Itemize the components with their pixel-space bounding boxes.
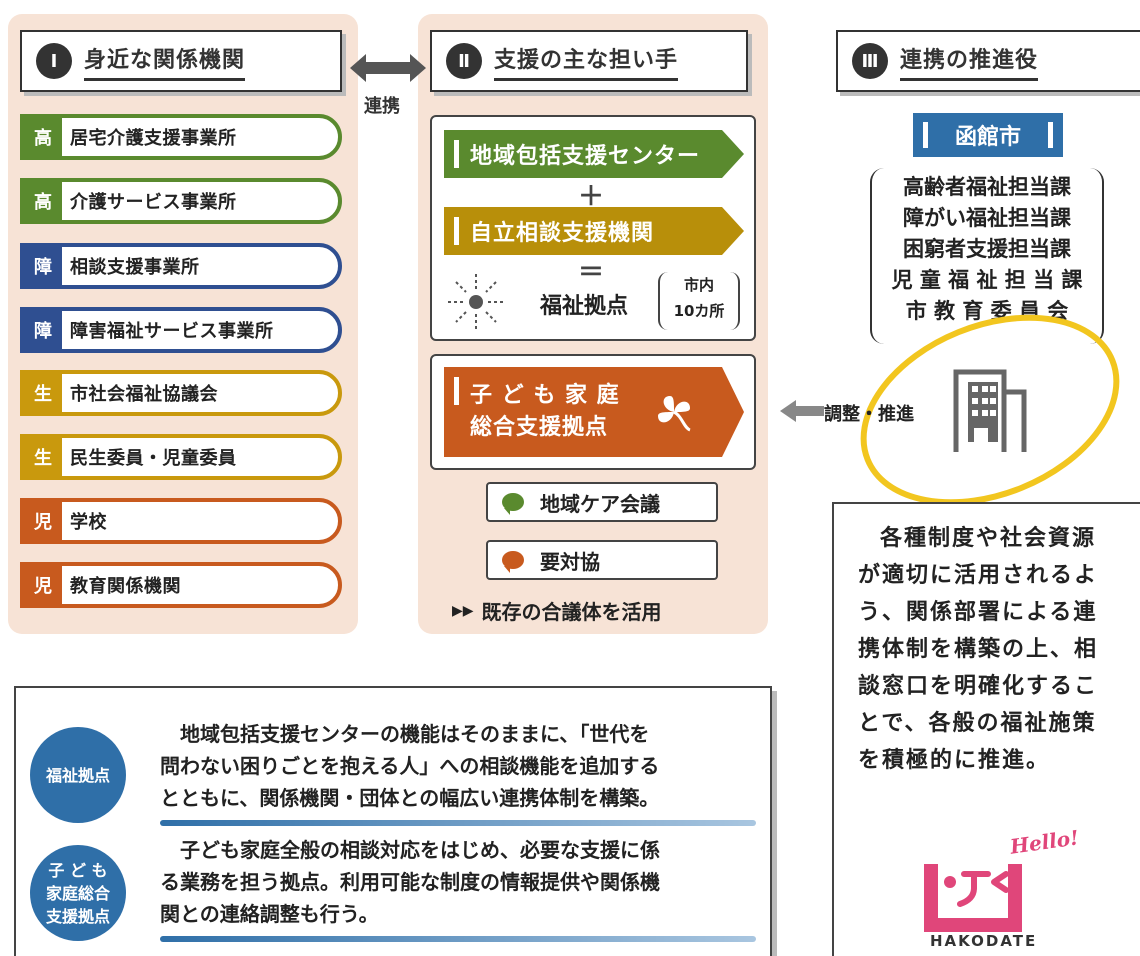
section-1-header: Ⅰ 身近な関係機関 (20, 30, 342, 92)
hub-count-line2: 10カ所 (673, 302, 725, 320)
child-hub-line2: 総合支援拠点 (470, 415, 609, 440)
agency-label: 民生委員・児童委員 (70, 448, 237, 469)
welfare-hub-badge-label: 福祉拠点 (45, 765, 110, 785)
child-hub-badge-line: 支援拠点 (45, 906, 110, 926)
desc-line: 地域包括支援センターの機能はそのままに、「世代を (180, 722, 650, 746)
agency-item: 児学校 (20, 498, 342, 544)
sparkle-icon (448, 274, 504, 330)
policy-line: う、関係部署による連 (858, 600, 1098, 625)
desc-underline (160, 936, 756, 942)
child-hub-badge: 子 ど も 家庭総合 支援拠点 (30, 845, 126, 941)
child-hub-badge-line: 子 ど も (48, 860, 108, 880)
agency-category-tag: 生 (24, 438, 62, 476)
agency-category-tag: 障 (24, 311, 62, 349)
section-2-number: Ⅱ (446, 43, 482, 79)
agency-item: 高介護サービス事業所 (20, 178, 342, 224)
city-name-box: 函館市 (913, 113, 1063, 157)
link-label: 連携 (364, 96, 400, 117)
desc-underline (160, 820, 756, 826)
speech-bubble-icon (502, 493, 524, 515)
section-1-title: 身近な関係機関 (84, 42, 246, 81)
dept-item: 障がい福祉担当課 (903, 206, 1071, 230)
policy-description-box (832, 502, 1140, 956)
dept-item: 困窮者支援担当課 (903, 237, 1071, 261)
agency-item: 障障害福祉サービス事業所 (20, 307, 342, 353)
community-center-banner: 地域包括支援センター (444, 130, 744, 178)
agency-item: 児教育関係機関 (20, 562, 342, 608)
child-hub-description: 子ども家庭全般の相談対応をはじめ、必要な支援に係 る業務を担う拠点。利用可能な制… (160, 834, 760, 930)
existing-council-note: ▶▶ 既存の合議体を活用 (452, 596, 662, 625)
agency-label: 居宅介護支援事業所 (70, 128, 237, 149)
youth-council-meeting: 要対協 (486, 540, 718, 580)
agency-category-tag: 障 (24, 247, 62, 285)
agency-label: 学校 (70, 512, 107, 533)
agency-category-tag: 高 (24, 118, 62, 156)
dept-item: 児 童 福 祉 担 当 課 (891, 268, 1083, 292)
agency-label: 教育関係機関 (70, 576, 181, 597)
double-chevron-icon: ▶▶ (452, 602, 474, 619)
hub-count-line1: 市内 (683, 276, 714, 294)
speech-bubble-icon (502, 551, 524, 573)
desc-line: 問わない困りごとを抱える人」への相談機能を追加する (160, 754, 660, 778)
meeting2-label: 要対協 (540, 549, 600, 574)
policy-line: 談窓口を明確化するこ (858, 674, 1099, 699)
child-hub-banner: 子 ど も 家 庭 総合支援拠点 (444, 367, 744, 457)
hakodate-logo-icon (924, 864, 1022, 932)
clover-icon (658, 396, 691, 432)
agency-category-tag: 高 (24, 182, 62, 220)
equals-sign: ＝ (578, 258, 605, 288)
existing-council-text: 既存の合議体を活用 (481, 600, 662, 624)
agency-category-tag: 児 (24, 502, 62, 540)
meeting1-label: 地域ケア会議 (540, 491, 660, 516)
agency-label: 相談支援事業所 (70, 257, 200, 278)
welfare-hub-description: 地域包括支援センターの機能はそのままに、「世代を 問わない困りごとを抱える人」へ… (160, 718, 760, 814)
desc-line: る業務を担う拠点。利用可能な制度の情報提供や関係機 (160, 870, 660, 894)
child-hub-line1: 子 ど も 家 庭 (470, 383, 620, 408)
section-3-title: 連携の推進役 (900, 42, 1039, 81)
agency-category-tag: 児 (24, 566, 62, 604)
agency-label: 介護サービス事業所 (70, 192, 237, 213)
hub-count: 市内 10カ所 (658, 272, 740, 330)
community-care-meeting: 地域ケア会議 (486, 482, 718, 522)
desc-line: 子ども家庭全般の相談対応をはじめ、必要な支援に係 (180, 838, 660, 862)
desc-line: 関との連絡調整も行う。 (160, 902, 379, 926)
agency-item: 生民生委員・児童委員 (20, 434, 342, 480)
hub-label: 福祉拠点 (540, 294, 629, 319)
section-2-title: 支援の主な担い手 (494, 42, 679, 81)
building-icon (953, 369, 1027, 452)
policy-line: が適切に活用されるよ (858, 563, 1099, 588)
left-arrow-icon (780, 400, 824, 422)
self-reliance-banner: 自立相談支援機関 (444, 207, 744, 255)
child-hub-badge-line: 家庭総合 (45, 883, 110, 903)
section-3-number: Ⅲ (852, 43, 888, 79)
highlight-ellipse (860, 314, 1120, 506)
self-reliance-label: 自立相談支援機関 (470, 221, 655, 246)
double-arrow-icon (350, 54, 426, 82)
agency-item: 生市社会福祉協議会 (20, 370, 342, 416)
agency-label: 市社会福祉協議会 (70, 384, 218, 405)
desc-line: とともに、関係機関・団体との幅広い連携体制を構築。 (160, 786, 660, 810)
agency-label: 障害福祉サービス事業所 (70, 321, 274, 342)
agency-item: 障相談支援事業所 (20, 243, 342, 289)
policy-line: 各種制度や社会資源 (880, 526, 1097, 551)
welfare-hub-badge: 福祉拠点 (30, 727, 126, 823)
policy-line: を積極的に推進。 (858, 748, 1051, 773)
logo-name: HAKODATE (930, 932, 1038, 950)
city-name: 函館市 (954, 125, 1021, 150)
section-2-header: Ⅱ 支援の主な担い手 (430, 30, 748, 92)
section-1-number: Ⅰ (36, 43, 72, 79)
policy-description: 各種制度や社会資源 が適切に活用されるよ う、関係部署による連 携体制を構築の上… (858, 520, 1138, 779)
dept-item: 高齢者福祉担当課 (903, 175, 1071, 199)
agency-category-tag: 生 (24, 374, 62, 412)
policy-line: 携体制を構築の上、相 (858, 637, 1099, 662)
section-3-header: Ⅲ 連携の推進役 (836, 30, 1140, 92)
community-center-label: 地域包括支援センター (470, 144, 701, 169)
agency-item: 高居宅介護支援事業所 (20, 114, 342, 160)
policy-line: とで、各般の福祉施策 (858, 711, 1097, 736)
dept-bracket (870, 168, 1104, 344)
coordinate-label: 調整・推進 (824, 404, 914, 425)
